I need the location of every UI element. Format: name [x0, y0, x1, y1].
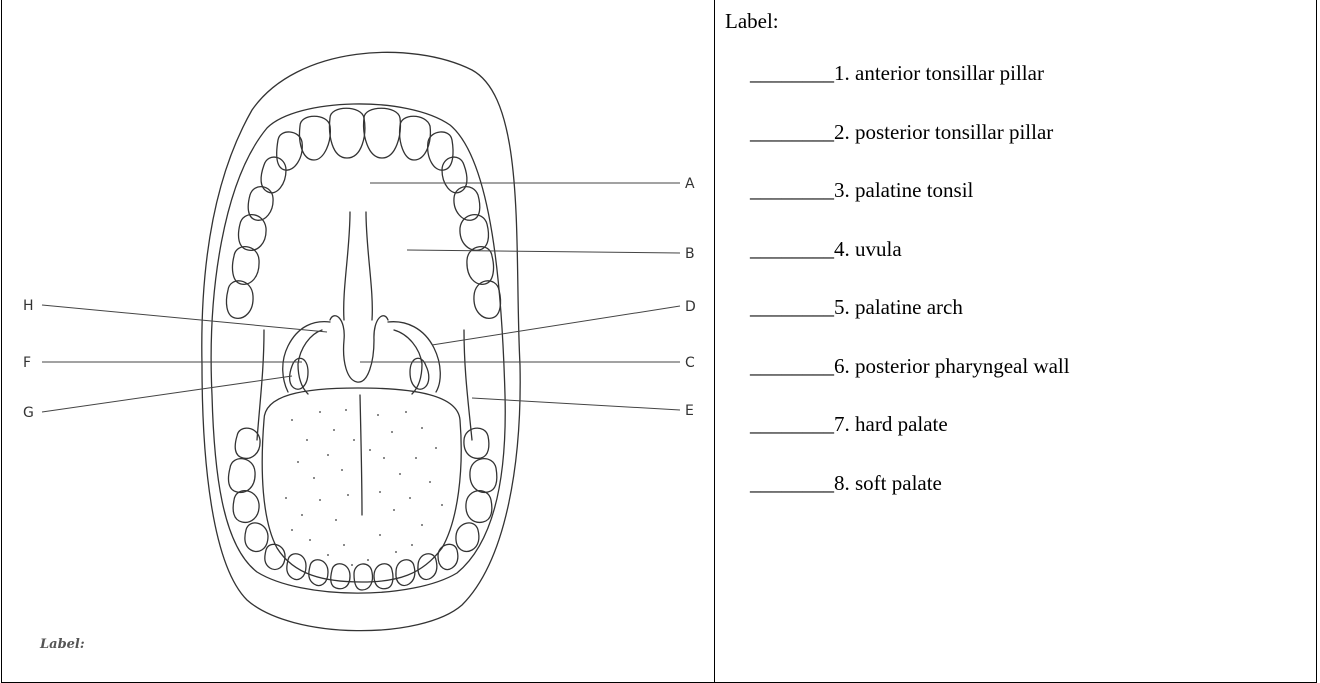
oral-cavity-diagram: A B C D E F G H	[2, 0, 714, 683]
diagram-letter-f: F	[23, 355, 31, 371]
tongue-median-groove	[360, 395, 362, 515]
right-arch	[388, 322, 440, 392]
leader-line-e	[472, 398, 680, 410]
diagram-letter-g: G	[23, 405, 34, 421]
uvula-outline	[330, 316, 388, 382]
palatal-raphe	[344, 212, 350, 320]
outer-lips-outline	[202, 52, 520, 630]
answer-item-4: ________4. uvula	[750, 237, 1070, 261]
diagram-letter-a: A	[685, 176, 695, 192]
diagram-letter-d: D	[685, 299, 696, 315]
leader-line-g	[42, 376, 292, 412]
leader-line-d	[432, 306, 680, 345]
answer-list: ________1. anterior tonsillar pillar ___…	[750, 61, 1070, 529]
diagram-letter-h: H	[23, 298, 34, 314]
diagram-cell: A B C D E F G H Label:	[2, 0, 714, 683]
answer-heading: Label:	[725, 9, 779, 33]
answer-item-6: ________6. posterior pharyngeal wall	[750, 354, 1070, 378]
right-tonsil	[410, 358, 429, 389]
leader-line-h	[42, 305, 327, 332]
lower-teeth	[228, 428, 496, 590]
answer-cell: Label: ________1. anterior tonsillar pil…	[715, 0, 1316, 683]
tongue-papillae	[285, 409, 443, 566]
answer-item-7: ________7. hard palate	[750, 412, 1070, 436]
diagram-letter-e: E	[685, 403, 694, 419]
answer-item-3: ________3. palatine tonsil	[750, 178, 1070, 202]
inner-lips-outline	[211, 104, 505, 593]
answer-item-2: ________2. posterior tonsillar pillar	[750, 120, 1070, 144]
leader-line-b	[407, 250, 680, 253]
answer-item-1: ________1. anterior tonsillar pillar	[750, 61, 1070, 85]
figure-caption: Label:	[40, 637, 85, 652]
diagram-letter-c: C	[685, 355, 695, 371]
answer-item-5: ________5. palatine arch	[750, 295, 1070, 319]
diagram-letter-b: B	[685, 246, 695, 262]
upper-teeth	[226, 108, 500, 318]
answer-item-8: ________8. soft palate	[750, 471, 1070, 495]
